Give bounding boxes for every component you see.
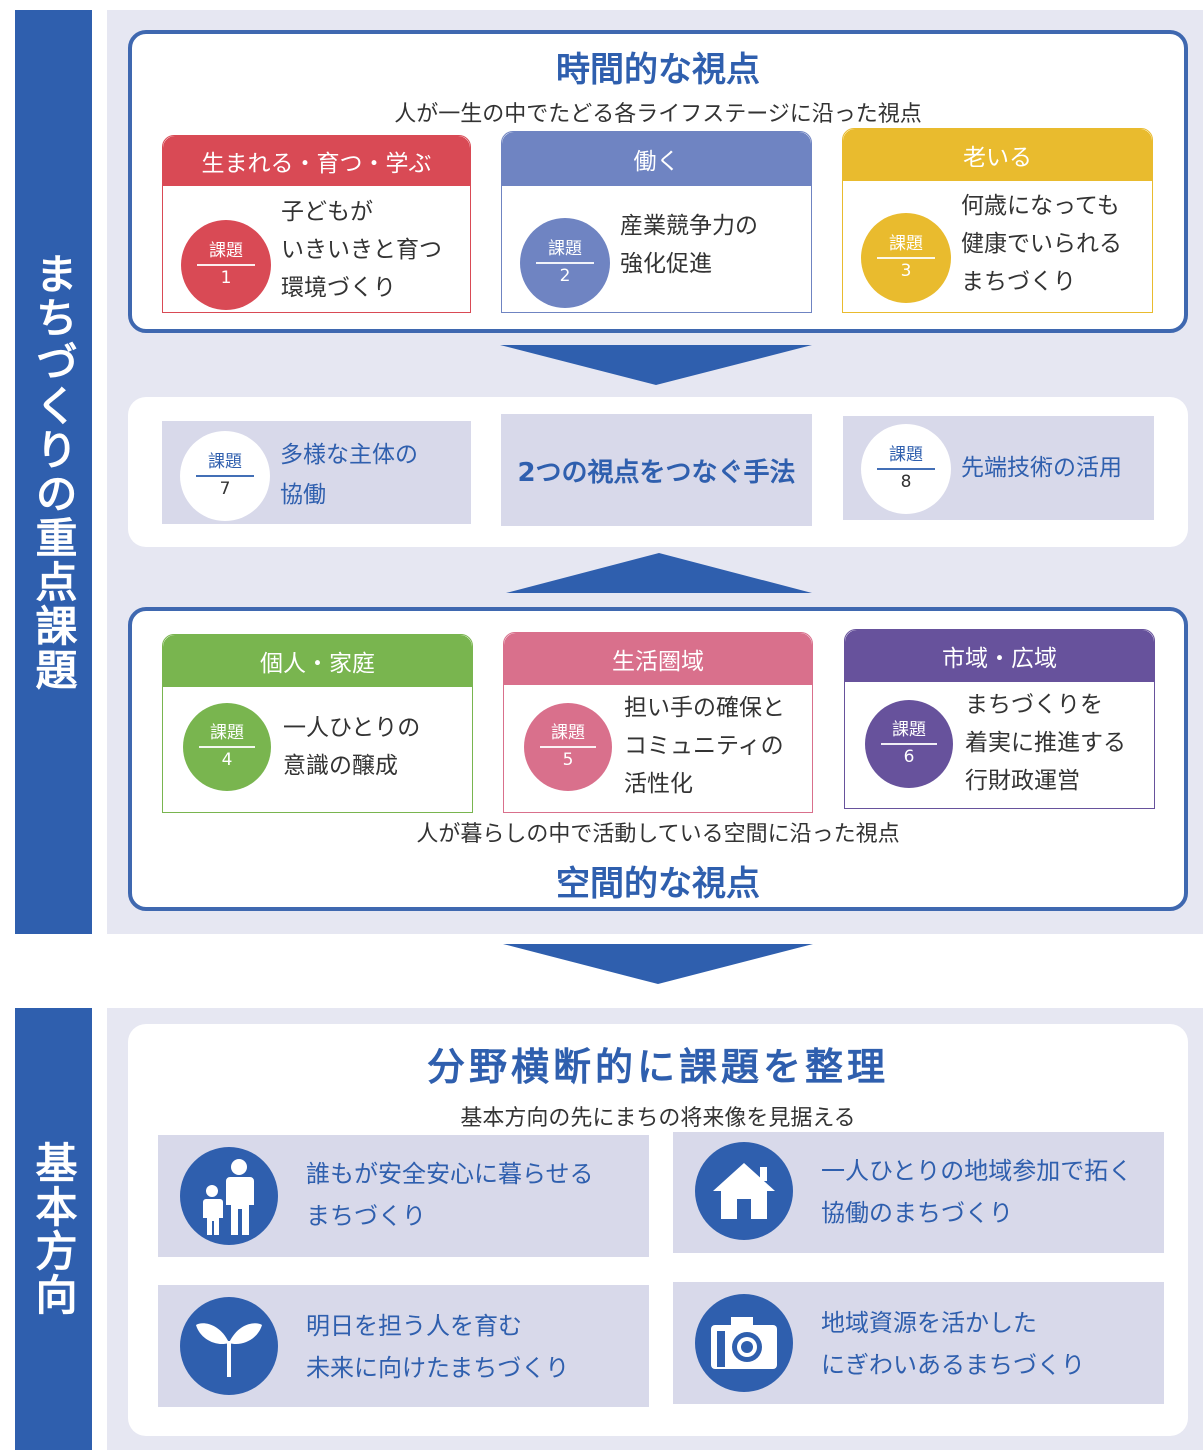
badge-number: 7: [219, 479, 231, 499]
text-line: 健康でいられる: [961, 231, 1122, 257]
issue-card-4-header: 個人・家庭: [163, 635, 472, 687]
connect-method-center: 2つの視点をつなぐ手法: [501, 414, 812, 526]
badge-number: 1: [220, 268, 232, 288]
text-line: 未来に向けたまちづくり: [306, 1354, 570, 1382]
text-line: 先端技術の活用: [961, 455, 1122, 481]
issue-badge-8: 課題 8: [861, 424, 951, 514]
issue-badge-3: 課題 3: [861, 213, 951, 303]
text-line: 意識の醸成: [283, 753, 398, 779]
direction-card-safety: 誰もが安全安心に暮らせる まちづくり: [158, 1135, 649, 1257]
spatial-subtitle: 人が暮らしの中で活動している空間に沿った視点: [416, 822, 900, 847]
temporal-title: 時間的な視点: [556, 50, 760, 90]
text-line: 明日を担う人を育む: [306, 1312, 522, 1340]
badge-label: 課題: [548, 239, 582, 260]
temporal-subtitle: 人が一生の中でたどる各ライフステージに沿った視点: [394, 102, 922, 127]
issue-card-6-header: 市域・広域: [845, 630, 1154, 682]
text-line: 誰もが安全安心に暮らせる: [306, 1160, 594, 1188]
issue-card-5-header: 生活圏域: [504, 633, 812, 685]
spatial-title: 空間的な視点: [556, 864, 760, 904]
sidebar-top-label: まちづくりの重点課題: [15, 10, 92, 934]
direction-card-resources: 地域資源を活かした にぎわいあるまちづくり: [673, 1282, 1164, 1404]
direction-text: 明日を担う人を育む 未来に向けたまちづくり: [306, 1305, 569, 1389]
text-line: コミュニティの: [624, 733, 784, 759]
text-line: まちづくり: [306, 1202, 426, 1230]
issue-card-5-text: 担い手の確保と コミュニティの 活性化: [624, 689, 785, 803]
issue-card-1: 生まれる・育つ・学ぶ 課題 1 子どもが いきいきと育つ 環境づくり: [162, 135, 471, 313]
badge-number: 4: [221, 750, 233, 770]
badge-label: 課題: [889, 445, 923, 466]
text-line: まちづくり: [961, 269, 1076, 295]
issue-card-2-text: 産業競争力の 強化促進: [620, 207, 758, 283]
text-line: 地域資源を活かした: [821, 1309, 1037, 1337]
issue-badge-7: 課題 7: [180, 431, 270, 521]
text-line: 一人ひとりの: [283, 715, 421, 741]
direction-text: 誰もが安全安心に暮らせる まちづくり: [306, 1153, 594, 1237]
badge-number: 8: [900, 472, 912, 492]
badge-number: 3: [900, 261, 912, 281]
text-line: 行財政運営: [965, 768, 1080, 794]
issue-card-3-text: 何歳になっても 健康でいられる まちづくり: [961, 187, 1122, 301]
text-line: 環境づくり: [281, 275, 396, 301]
directions-subtitle: 基本方向の先にまちの将来像を見据える: [460, 1106, 856, 1131]
text-line: いきいきと育つ: [281, 237, 442, 263]
issue-card-4-text: 一人ひとりの 意識の醸成: [283, 709, 420, 785]
text-line: にぎわいあるまちづくり: [821, 1351, 1085, 1379]
house-icon: [695, 1142, 793, 1240]
issue-card-2: 働く 課題 2 産業競争力の 強化促進: [501, 131, 812, 313]
text-line: 協働: [280, 482, 326, 508]
issue-card-3-header: 老いる: [843, 129, 1152, 181]
issue-badge-1: 課題 1: [181, 220, 271, 310]
issue-card-1-text: 子どもが いきいきと育つ 環境づくり: [281, 193, 442, 307]
issue-card-1-header: 生まれる・育つ・学ぶ: [163, 136, 470, 186]
text-line: まちづくりを: [965, 692, 1103, 718]
text-line: 子どもが: [281, 199, 373, 225]
issue-card-8-text: 先端技術の活用: [961, 448, 1122, 488]
text-line: 活性化: [624, 771, 693, 797]
issue-card-2-header: 働く: [502, 132, 811, 186]
text-line: 産業競争力の: [620, 213, 758, 239]
direction-card-collaboration: 一人ひとりの地域参加で拓く 協働のまちづくり: [673, 1132, 1164, 1253]
text-line: 担い手の確保と: [624, 695, 785, 721]
issue-badge-6: 課題 6: [865, 700, 953, 788]
family-icon: [180, 1147, 278, 1245]
sidebar-bottom-label: 基本方向: [15, 1008, 92, 1450]
direction-text: 地域資源を活かした にぎわいあるまちづくり: [821, 1302, 1085, 1386]
issue-card-8: 課題 8 先端技術の活用: [843, 416, 1154, 520]
text-line: 協働のまちづくり: [821, 1199, 1013, 1227]
camera-icon: [695, 1294, 793, 1392]
issue-card-3: 老いる 課題 3 何歳になっても 健康でいられる まちづくり: [842, 128, 1153, 313]
issue-badge-4: 課題 4: [183, 703, 271, 791]
badge-label: 課題: [209, 241, 243, 262]
issue-card-6-text: まちづくりを 着実に推進する 行財政運営: [965, 686, 1126, 800]
issue-card-7-text: 多様な主体の 協働: [280, 435, 418, 515]
up-arrow-icon: [506, 553, 812, 593]
issue-card-7: 課題 7 多様な主体の 協働: [162, 421, 471, 524]
badge-number: 2: [559, 266, 571, 286]
down-arrow-icon: [503, 944, 813, 984]
directions-title: 分野横断的に課題を整理: [426, 1045, 889, 1089]
badge-label: 課題: [889, 234, 923, 255]
issue-card-4: 個人・家庭 課題 4 一人ひとりの 意識の醸成: [162, 634, 473, 813]
sprout-icon: [180, 1297, 278, 1395]
text-line: 強化促進: [620, 251, 712, 277]
badge-label: 課題: [208, 452, 242, 473]
text-line: 何歳になっても: [961, 193, 1120, 219]
issue-badge-2: 課題 2: [520, 218, 610, 308]
issue-card-6: 市域・広域 課題 6 まちづくりを 着実に推進する 行財政運営: [844, 629, 1155, 809]
badge-label: 課題: [892, 720, 926, 741]
badge-number: 5: [562, 750, 574, 770]
issue-badge-5: 課題 5: [524, 703, 612, 791]
direction-card-future: 明日を担う人を育む 未来に向けたまちづくり: [158, 1285, 649, 1407]
connect-title: 2つの視点をつなぐ手法: [517, 457, 796, 488]
text-line: 多様な主体の: [280, 442, 418, 468]
text-line: 一人ひとりの地域参加で拓く: [821, 1157, 1133, 1185]
badge-number: 6: [903, 747, 915, 767]
issue-card-5: 生活圏域 課題 5 担い手の確保と コミュニティの 活性化: [503, 632, 813, 813]
badge-label: 課題: [210, 723, 244, 744]
down-arrow-icon: [500, 345, 812, 385]
direction-text: 一人ひとりの地域参加で拓く 協働のまちづくり: [821, 1150, 1132, 1234]
text-line: 着実に推進する: [965, 730, 1126, 756]
badge-label: 課題: [551, 723, 585, 744]
